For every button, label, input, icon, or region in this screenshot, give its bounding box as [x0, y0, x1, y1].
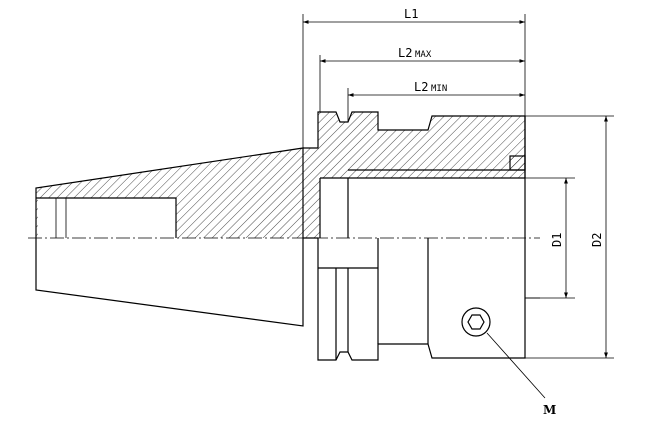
taper-outline-lower — [35, 238, 304, 327]
l1-label: L1 — [404, 7, 418, 21]
d1-label: D1 — [550, 233, 564, 247]
dimensions: L1 L2 MAX L2 MIN D1 D2 M — [302, 7, 614, 417]
flange-outline-lower — [303, 237, 526, 361]
l2max-label: L2 — [398, 46, 412, 60]
set-screw-hex — [467, 314, 485, 330]
taper-bore-outline — [36, 197, 177, 238]
insert-block — [509, 155, 526, 171]
l2min-label: L2 — [414, 80, 428, 94]
taper-bore-pocket — [38, 198, 176, 238]
flange-section-hatch — [303, 112, 525, 238]
lower-view — [35, 237, 546, 399]
flange-outline-upper — [303, 111, 526, 178]
m-leader-line — [486, 332, 546, 399]
flange-gap — [320, 178, 348, 238]
l2max-sub: MAX — [415, 50, 432, 60]
upper-section — [35, 111, 526, 238]
set-screw-circle — [461, 307, 491, 337]
l2min-sub: MIN — [431, 84, 447, 94]
d2-label: D2 — [590, 233, 604, 247]
set-screw — [461, 307, 491, 337]
m-label: M — [543, 403, 556, 417]
